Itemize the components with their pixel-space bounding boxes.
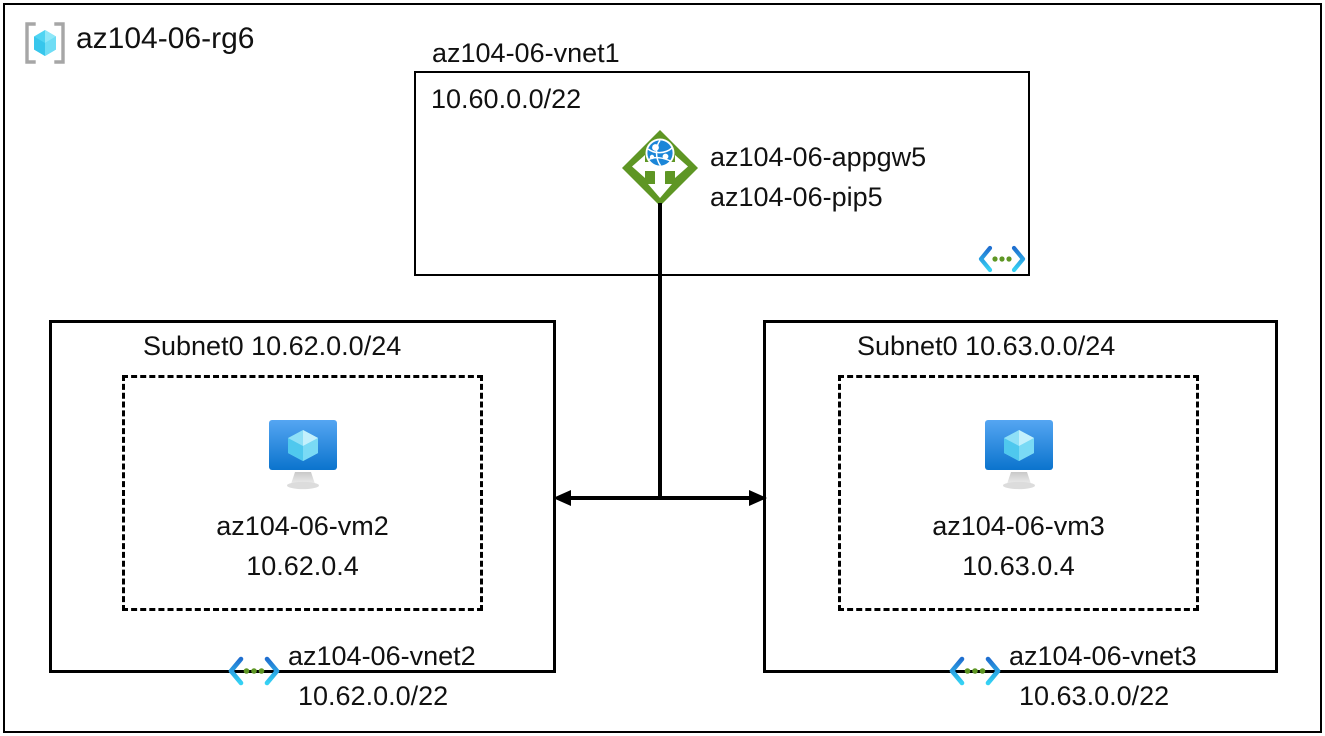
resource-group-title: az104-06-rg6	[76, 22, 255, 55]
public-ip-name-label: az104-06-pip5	[710, 182, 883, 212]
spoke-to-spoke-arrow	[553, 483, 767, 513]
vm2-ip-label: 10.62.0.4	[246, 551, 359, 581]
vnet3-name-label: az104-06-vnet3	[1009, 641, 1197, 671]
vnet3-subnet-label: Subnet0 10.63.0.0/24	[857, 331, 1116, 361]
gateway-vertical-connector	[658, 203, 662, 499]
vnet2-subnet-boundary	[122, 375, 483, 611]
vnet-peering-icon	[978, 245, 1026, 273]
vnet1-cidr-label: 10.60.0.0/22	[431, 84, 582, 114]
resource-group-cube-icon	[22, 20, 68, 66]
vnet2-name-label: az104-06-vnet2	[288, 641, 476, 671]
vnet2-cidr-label: 10.62.0.0/22	[298, 681, 449, 711]
vnet2-box	[49, 320, 556, 673]
vm3-ip-label: 10.63.0.4	[962, 551, 1075, 581]
virtual-machine-icon	[977, 416, 1061, 494]
application-gateway-icon	[620, 128, 700, 208]
vnet1-name-label: az104-06-vnet1	[432, 38, 620, 68]
vnet-peering-icon	[227, 655, 281, 687]
virtual-machine-icon	[261, 416, 345, 494]
vnet2-subnet-label: Subnet0 10.62.0.0/24	[143, 331, 402, 361]
vnet3-subnet-boundary	[838, 375, 1199, 611]
appgw-name-label: az104-06-appgw5	[710, 142, 927, 172]
vnet1-box	[414, 71, 1030, 276]
vm2-name-label: az104-06-vm2	[216, 511, 389, 541]
vnet3-box	[763, 320, 1278, 673]
vm3-name-label: az104-06-vm3	[932, 511, 1105, 541]
vnet3-cidr-label: 10.63.0.0/22	[1019, 681, 1170, 711]
resource-group-frame	[3, 3, 1322, 733]
vnet-peering-icon	[948, 655, 1002, 687]
